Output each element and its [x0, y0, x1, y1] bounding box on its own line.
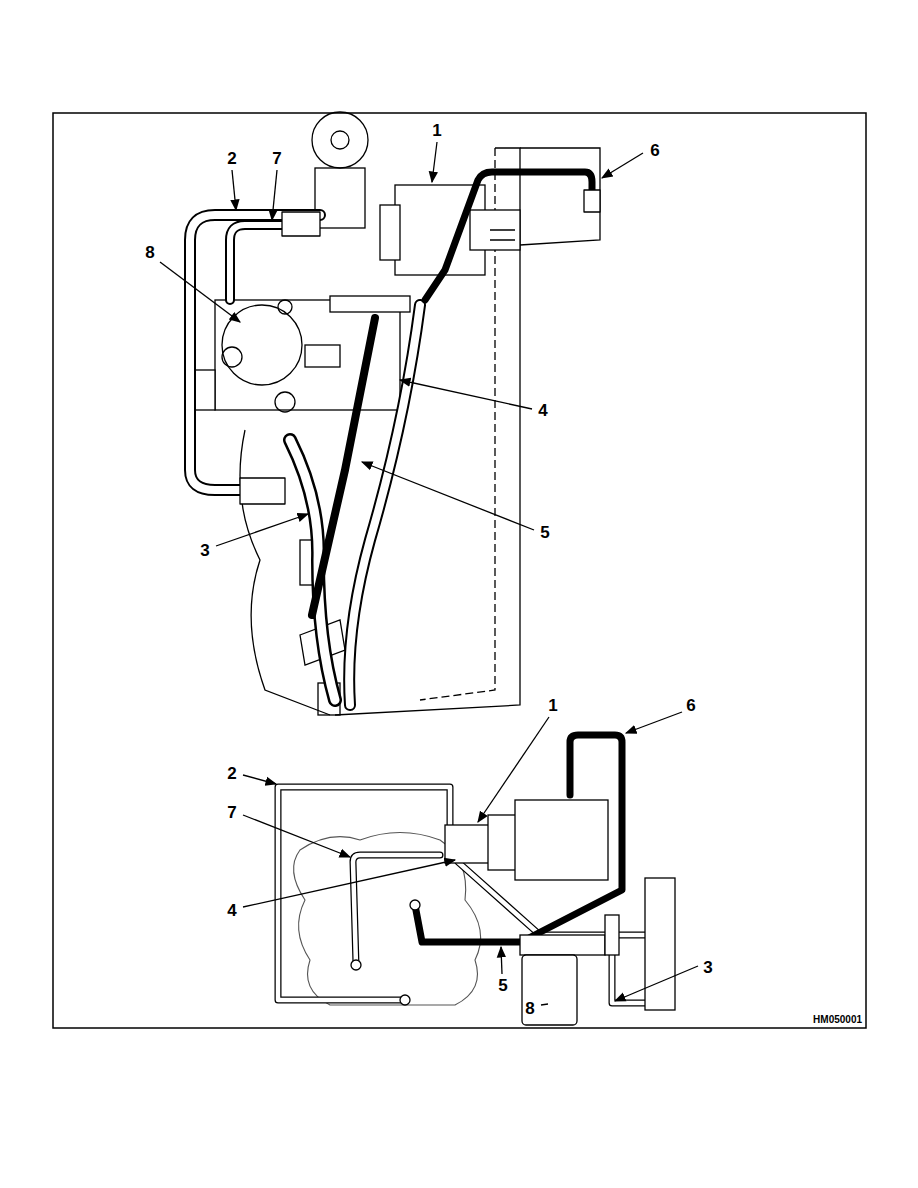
- leader-line: [615, 966, 698, 1001]
- filter-bolt: [222, 347, 242, 367]
- leader-line: [243, 775, 276, 784]
- callout-number: 3: [200, 542, 209, 559]
- lifting-eye-hole: [331, 131, 349, 149]
- callout-number: 6: [686, 697, 695, 714]
- callout-number: 2: [227, 150, 236, 167]
- leader-line: [362, 462, 534, 530]
- pump-body: [445, 825, 490, 863]
- leader-line: [160, 262, 240, 322]
- frame: [53, 113, 866, 1028]
- fitting: [584, 190, 600, 212]
- upper-lines: [190, 172, 600, 705]
- filter-head: [520, 935, 605, 955]
- callout-number: 7: [227, 804, 236, 821]
- pump-mount: [470, 210, 520, 250]
- callout-number: 6: [650, 142, 659, 159]
- fitting: [240, 478, 285, 504]
- figure-number: HM050001: [813, 1015, 862, 1025]
- fitting: [410, 900, 420, 910]
- manifold-block: [645, 878, 675, 1010]
- leader-line: [541, 1004, 548, 1005]
- leader-line: [432, 142, 437, 182]
- housing-outline: [335, 148, 520, 715]
- bracket-outline: [520, 148, 600, 245]
- pump-flange: [380, 205, 400, 260]
- tee-fitting: [330, 296, 410, 312]
- fitting: [351, 960, 361, 970]
- pump-housing: [488, 815, 518, 870]
- pump-flange: [515, 800, 608, 880]
- fitting: [400, 995, 410, 1005]
- line-7-inner: [353, 855, 440, 965]
- leader-line: [478, 717, 549, 822]
- hose-4-inner: [349, 305, 420, 705]
- filter-element: [522, 955, 577, 1025]
- upper-view: [195, 112, 600, 715]
- filter-bolt: [275, 392, 295, 412]
- fitting: [305, 345, 340, 367]
- mount-bolt: [490, 230, 515, 240]
- filter-bolt: [278, 300, 292, 314]
- leader-line: [602, 153, 643, 178]
- callout-number: 5: [540, 524, 549, 541]
- fitting: [282, 212, 320, 236]
- leader-lines: [160, 142, 698, 1005]
- lifting-eye: [312, 112, 368, 168]
- leader-line: [232, 170, 236, 210]
- callout-number: 8: [525, 1000, 534, 1017]
- hose-6: [425, 172, 592, 300]
- leader-line: [216, 514, 308, 546]
- callout-number: 7: [272, 150, 281, 167]
- line-7-inner: [230, 225, 285, 300]
- hose-5: [415, 905, 522, 942]
- callout-number: 8: [145, 244, 154, 261]
- callout-number: 5: [498, 977, 507, 994]
- leader-line: [501, 947, 502, 974]
- callout-number: 3: [703, 959, 712, 976]
- callout-number: 4: [538, 402, 547, 419]
- leader-line: [243, 815, 350, 857]
- hose-5: [312, 318, 375, 615]
- lower-parts: [351, 800, 675, 1025]
- hose-3-inner: [290, 440, 335, 700]
- hose-4: [349, 305, 420, 705]
- leader-line: [626, 712, 682, 733]
- callout-number: 4: [227, 902, 236, 919]
- line-7: [353, 855, 440, 965]
- callout-number: 1: [548, 697, 557, 714]
- valve: [605, 915, 619, 955]
- callout-number: 1: [432, 122, 441, 139]
- hose-3: [290, 440, 335, 700]
- lower-lines: [278, 735, 645, 1003]
- callout-number: 2: [227, 765, 236, 782]
- leader-line: [243, 860, 455, 907]
- leader-line: [400, 380, 532, 409]
- valve: [195, 370, 215, 410]
- line-7: [230, 225, 285, 300]
- leader-line: [272, 170, 277, 220]
